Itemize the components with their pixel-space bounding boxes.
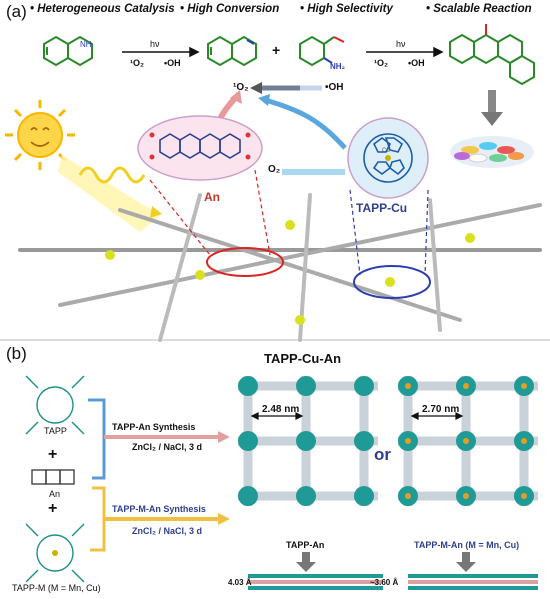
cof-lattice-graphics bbox=[238, 376, 538, 590]
panel-b-label: (b) bbox=[6, 344, 27, 363]
singlet-oxygen-label: ¹O₂ bbox=[233, 82, 249, 93]
aminobenzaldehyde-molecule bbox=[299, 35, 345, 67]
arrow1-hv-label: hν bbox=[150, 39, 160, 49]
reaction-arrow-1 bbox=[122, 46, 200, 58]
route-2-conditions: ZnCl₂ / NaCl, 3 d bbox=[132, 526, 203, 536]
tapp-cu-an-title: TAPP-Cu-An bbox=[264, 351, 342, 366]
plus-sign-1: + bbox=[48, 446, 58, 463]
route-arrows bbox=[104, 431, 230, 525]
tapp-label: TAPP bbox=[44, 426, 67, 436]
route-2-connector bbox=[90, 486, 106, 552]
feature-scalable-reaction: • Scalable Reaction bbox=[426, 3, 532, 15]
route-1-connector bbox=[88, 398, 106, 480]
arrow2-hydroxyl: •OH bbox=[408, 58, 425, 68]
quinazolinone-product-molecule bbox=[449, 24, 535, 86]
tapp-monomer-structure bbox=[25, 375, 85, 435]
an-label: An bbox=[49, 489, 61, 499]
stacking-layers bbox=[248, 574, 538, 590]
panel-a-label: (a) bbox=[6, 2, 27, 21]
dihydroisoquinoline-molecule bbox=[207, 35, 257, 67]
stack-distance-1: 4.03 Å bbox=[228, 578, 252, 587]
tapp-m-an-label: TAPP-M-An (M = Mn, Cu) bbox=[414, 540, 520, 550]
pore-size-2: 2.70 nm bbox=[422, 404, 460, 415]
an-linker-label: An bbox=[204, 190, 220, 204]
light-beam bbox=[58, 155, 160, 232]
reaction-arrow-2 bbox=[366, 46, 444, 58]
product-down-arrow bbox=[481, 90, 503, 126]
tapp-m-monomer-structure bbox=[25, 523, 85, 583]
arrow2-hv-label: hν bbox=[396, 39, 406, 49]
route-1-title: TAPP-An Synthesis bbox=[112, 422, 196, 432]
feature-high-selectivity: • High Selectivity bbox=[300, 3, 393, 15]
pills-image bbox=[450, 136, 534, 168]
an-linker-bubble bbox=[137, 115, 263, 181]
or-label: or bbox=[374, 445, 391, 464]
pore-size-1: 2.48 nm bbox=[262, 404, 300, 415]
tapp-cu-label: TAPP-Cu bbox=[356, 201, 408, 215]
plus-sign-2: + bbox=[48, 500, 58, 517]
tetrahydroisoquinoline-molecule bbox=[43, 35, 93, 67]
route-1-conditions: ZnCl₂ / NaCl, 3 d bbox=[132, 442, 203, 452]
tapp-an-lattice bbox=[238, 376, 378, 506]
cof-network-nodes bbox=[105, 220, 475, 325]
sun-icon bbox=[5, 100, 75, 170]
tapp-cu-bubble bbox=[347, 117, 429, 199]
route-2-title: TAPP-M-An Synthesis bbox=[112, 504, 206, 514]
nh2-label: NH₂ bbox=[330, 62, 346, 71]
tapp-an-label: TAPP-An bbox=[286, 540, 325, 550]
highlight-dashed-lines bbox=[149, 169, 429, 276]
plus-sign: + bbox=[272, 42, 281, 58]
arrow1-hydroxyl: •OH bbox=[164, 58, 181, 68]
hydroxyl-label: •OH bbox=[325, 82, 344, 93]
stack-distance-2: ~3.60 Å bbox=[370, 578, 399, 587]
feature-heterogeneous-catalysis: • Heterogeneous Catalysis bbox=[30, 3, 175, 15]
tapp-m-label: TAPP-M (M = Mn, Cu) bbox=[12, 583, 101, 593]
arrow2-singlet-oxygen: ¹O₂ bbox=[374, 58, 388, 68]
oxygen-label: O₂ bbox=[268, 164, 281, 175]
nh-label: NH bbox=[80, 40, 92, 49]
highlight-ellipses bbox=[206, 247, 431, 299]
arrow1-singlet-oxygen: ¹O₂ bbox=[130, 58, 144, 68]
photon-wave bbox=[78, 166, 146, 184]
an-monomer-structure bbox=[31, 469, 75, 485]
tapp-m-an-lattice bbox=[398, 376, 538, 506]
cu-center-label: Cu bbox=[382, 148, 390, 154]
feature-high-conversion: • High Conversion bbox=[180, 3, 280, 15]
